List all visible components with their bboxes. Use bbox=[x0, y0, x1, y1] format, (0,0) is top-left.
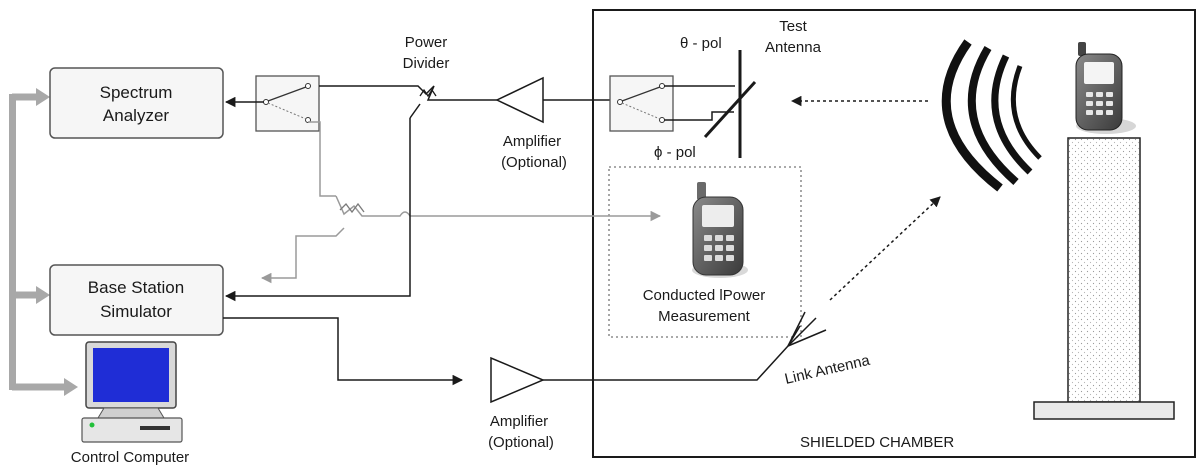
conducted-power-label-1: Conducted lPower bbox=[643, 287, 766, 304]
amplifier-to-link-antenna-line bbox=[543, 345, 789, 381]
conducted-path-gray bbox=[260, 121, 662, 284]
amplifier-bottom-icon bbox=[490, 356, 545, 404]
link-antenna-icon bbox=[787, 311, 827, 347]
link-antenna-label: Link Antenna bbox=[783, 352, 872, 388]
base-station-label-2: Simulator bbox=[100, 302, 172, 321]
base-station-to-amplifier-line bbox=[223, 317, 464, 386]
rf-switch-chamber bbox=[609, 75, 674, 132]
radiation-waves-icon bbox=[941, 39, 1042, 192]
control-computer-icon bbox=[81, 341, 183, 443]
conducted-power-label-2: Measurement bbox=[658, 308, 751, 325]
power-divider-label-2: Divider bbox=[403, 55, 450, 72]
test-antenna-label-1: Test bbox=[779, 18, 807, 35]
link-antenna-radiation-arrow bbox=[829, 196, 941, 301]
gray-divider-icon bbox=[339, 202, 365, 214]
phi-pol-label: ϕ - pol bbox=[654, 144, 696, 161]
amplifier-top-label-1: Amplifier bbox=[503, 133, 561, 150]
spectrum-analyzer-label-1: Spectrum bbox=[100, 83, 173, 102]
conducted-power-measurement-box bbox=[608, 166, 802, 338]
amplifier-top-icon bbox=[495, 76, 544, 124]
power-divider-label-1: Power bbox=[405, 34, 448, 51]
amplifier-bottom-label-1: Amplifier bbox=[490, 413, 548, 430]
conducted-phone-icon bbox=[692, 182, 748, 278]
control-bus bbox=[9, 88, 78, 396]
spectrum-analyzer-block: Spectrum Analyzer bbox=[49, 67, 224, 139]
test-antenna-icon bbox=[703, 50, 757, 158]
shielded-chamber bbox=[592, 9, 1196, 458]
amplifier-top-label-2: (Optional) bbox=[501, 154, 567, 171]
dut-pedestal bbox=[1033, 137, 1175, 420]
base-station-simulator-block: Base Station Simulator bbox=[49, 264, 224, 336]
dut-phone-icon bbox=[1075, 42, 1136, 134]
base-station-label-1: Base Station bbox=[88, 278, 184, 297]
spectrum-analyzer-label-2: Analyzer bbox=[103, 106, 169, 125]
test-antenna-label-2: Antenna bbox=[765, 39, 822, 56]
theta-pol-label: θ - pol bbox=[680, 35, 722, 52]
shielded-chamber-label: SHIELDED CHAMBER bbox=[800, 434, 954, 451]
amplifier-bottom-label-2: (Optional) bbox=[488, 434, 554, 451]
divider-to-base-station-line bbox=[224, 118, 411, 302]
power-divider-top-icon bbox=[319, 85, 444, 119]
control-computer-label: Control Computer bbox=[71, 449, 189, 466]
